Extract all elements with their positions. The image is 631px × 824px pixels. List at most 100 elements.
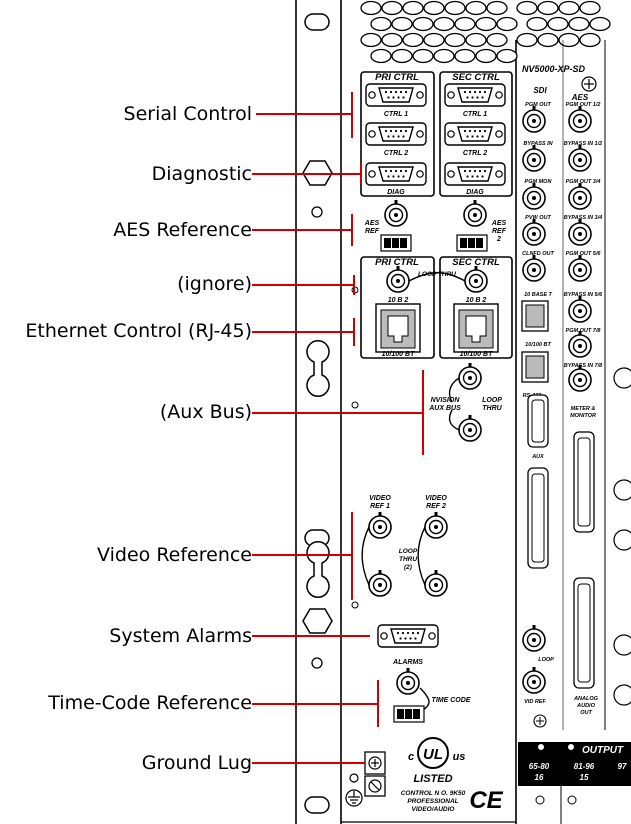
- vid-ref-label: VID REF: [524, 699, 546, 705]
- pri-10b2-label: 10 B 2: [388, 297, 409, 304]
- alarms-connector[interactable]: [378, 625, 438, 647]
- ul-c: c: [408, 751, 414, 763]
- aes-ref2-label-a: AES: [491, 220, 507, 227]
- meter-label-a: METER &: [571, 406, 596, 412]
- pgm-out-56-bnc[interactable]: [569, 255, 591, 281]
- meter-monitor-dsub[interactable]: [574, 432, 594, 532]
- ten-base-t-label: 10 BASE T: [524, 292, 552, 298]
- analog-audio-dsub[interactable]: [574, 578, 594, 688]
- pri-bt-label: 10/100 BT: [382, 351, 415, 358]
- module-loop-label: LOOP: [538, 657, 554, 663]
- analog-label-b: AUDIO: [576, 703, 595, 709]
- sec-ctrl1-connector[interactable]: [445, 84, 505, 106]
- aux-bus-label: AUX BUS: [428, 405, 461, 412]
- sec-diag-label: DIAG: [466, 189, 484, 196]
- aux-loop-label: LOOP: [482, 397, 502, 404]
- output-range-2: 81-96: [574, 762, 595, 771]
- pgm-mon-bnc[interactable]: [523, 183, 545, 209]
- aes-ref-bnc-1[interactable]: [385, 200, 407, 226]
- pri-10b2-bnc[interactable]: [387, 266, 409, 292]
- pgm-out-12-bnc[interactable]: [569, 106, 591, 132]
- aes-ref2-label-c: 2: [496, 236, 501, 243]
- vent-holes: [361, 2, 610, 63]
- pgm-out-label: PGM OUT: [525, 102, 551, 108]
- aux-label: AUX: [531, 454, 544, 460]
- video-ref1-label-b: REF 1: [370, 503, 390, 510]
- pvw-out-bnc[interactable]: [523, 219, 545, 245]
- aes-term-block-2[interactable]: [457, 235, 487, 251]
- pgm-out-34-bnc[interactable]: [569, 183, 591, 209]
- ul-us: us: [453, 751, 466, 763]
- pgm-out-34-label: PGM OUT 3/4: [566, 179, 601, 185]
- output-num-1: 16: [535, 773, 544, 782]
- time-code-label: TIME CODE: [432, 697, 471, 704]
- pgm-mon-label: PGM MON: [525, 179, 553, 185]
- aux-thru-label: THRU: [482, 405, 502, 412]
- time-code-term-block[interactable]: [394, 706, 424, 722]
- video-audio-label: VIDEO/AUDIO: [412, 806, 455, 813]
- pgm-out-12-label: PGM OUT 1/2: [566, 102, 601, 108]
- sec-ctrl2-connector[interactable]: [445, 123, 505, 145]
- bypass-in-56-bnc[interactable]: [569, 296, 591, 322]
- pri-diag-label: DIAG: [387, 189, 405, 196]
- video-ref2-loop-bnc[interactable]: [425, 570, 447, 596]
- pgm-out-bnc[interactable]: [523, 106, 545, 132]
- sec-10b2-bnc[interactable]: [465, 266, 487, 292]
- control-no-label: CONTROL N O. 9K50: [401, 790, 466, 797]
- aes-ref-label-b: REF: [365, 228, 380, 235]
- vref-loop-a: LOOP: [399, 548, 418, 555]
- time-code-bnc[interactable]: [397, 668, 419, 694]
- module-loop-bnc[interactable]: [523, 625, 545, 651]
- ul-listed-mark-icon: UL c us: [408, 738, 465, 768]
- pri-diag-connector[interactable]: [366, 163, 426, 185]
- pri-rj45-port[interactable]: [376, 304, 420, 352]
- output-num-2: 15: [580, 773, 589, 782]
- aux-dsub-2[interactable]: [528, 468, 548, 568]
- nvision-label: NVISION: [431, 397, 461, 404]
- vref-loop-c: (2): [404, 564, 412, 571]
- bypass-in-34-label: BYPASS IN 3/4: [564, 215, 602, 221]
- sec-rj45-port[interactable]: [454, 304, 498, 352]
- sec-ctrl-label: SEC CTRL: [452, 72, 500, 83]
- ground-lug[interactable]: [365, 752, 385, 796]
- ul-mark: UL: [423, 746, 443, 763]
- module-title: NV5000-XP-SD: [522, 64, 586, 74]
- pvw-out-label: PVW OUT: [525, 215, 551, 221]
- keyhole-slot: [307, 341, 329, 597]
- professional-label: PROFESSIONAL: [407, 798, 458, 805]
- video-ref2-label-b: REF 2: [426, 503, 446, 510]
- sec-ctrl1-label: CTRL 1: [463, 111, 487, 118]
- bypass-in-label: BYPASS IN: [523, 141, 553, 147]
- bypass-in-56-label: BYPASS IN 5/6: [564, 292, 603, 298]
- aes-ref-bnc-2[interactable]: [464, 200, 486, 226]
- analog-label-c: OUT: [580, 710, 592, 716]
- pri-ctrl-label: PRI CTRL: [375, 72, 419, 83]
- video-ref2-bnc[interactable]: [425, 512, 447, 538]
- bypass-in-78-label: BYPASS IN 7/8: [564, 363, 603, 369]
- output-range-3: 97: [618, 762, 627, 771]
- bypass-in-34-bnc[interactable]: [569, 219, 591, 245]
- module-vid-ref-bnc[interactable]: [523, 667, 545, 693]
- video-ref1-bnc[interactable]: [369, 512, 391, 538]
- listed-label: LISTED: [413, 773, 452, 785]
- pri-ctrl1-connector[interactable]: [366, 84, 426, 106]
- aux-dsub[interactable]: [528, 395, 548, 447]
- sec-diag-connector[interactable]: [445, 163, 505, 185]
- vref-loop-b: THRU: [399, 556, 417, 563]
- pri-ctrl2-connector[interactable]: [366, 123, 426, 145]
- alarms-label: ALARMS: [392, 659, 423, 666]
- clnfd-out-bnc[interactable]: [523, 255, 545, 281]
- pgm-out-78-bnc[interactable]: [569, 331, 591, 357]
- sec-bt-label: 10/100 BT: [460, 351, 493, 358]
- ground-symbol-icon: [346, 790, 362, 806]
- aux-bus-bnc-2[interactable]: [459, 415, 481, 441]
- bypass-in-12-bnc[interactable]: [569, 145, 591, 171]
- video-ref1-loop-bnc[interactable]: [369, 570, 391, 596]
- bypass-in-bnc[interactable]: [523, 145, 545, 171]
- aux-bus-bnc-1[interactable]: [459, 363, 481, 389]
- pri-ctrl1-label: CTRL 1: [384, 111, 408, 118]
- output-strip: OUTPUT 65-80 16 81-96 15 97: [518, 742, 631, 824]
- aes-term-block-1[interactable]: [381, 235, 411, 251]
